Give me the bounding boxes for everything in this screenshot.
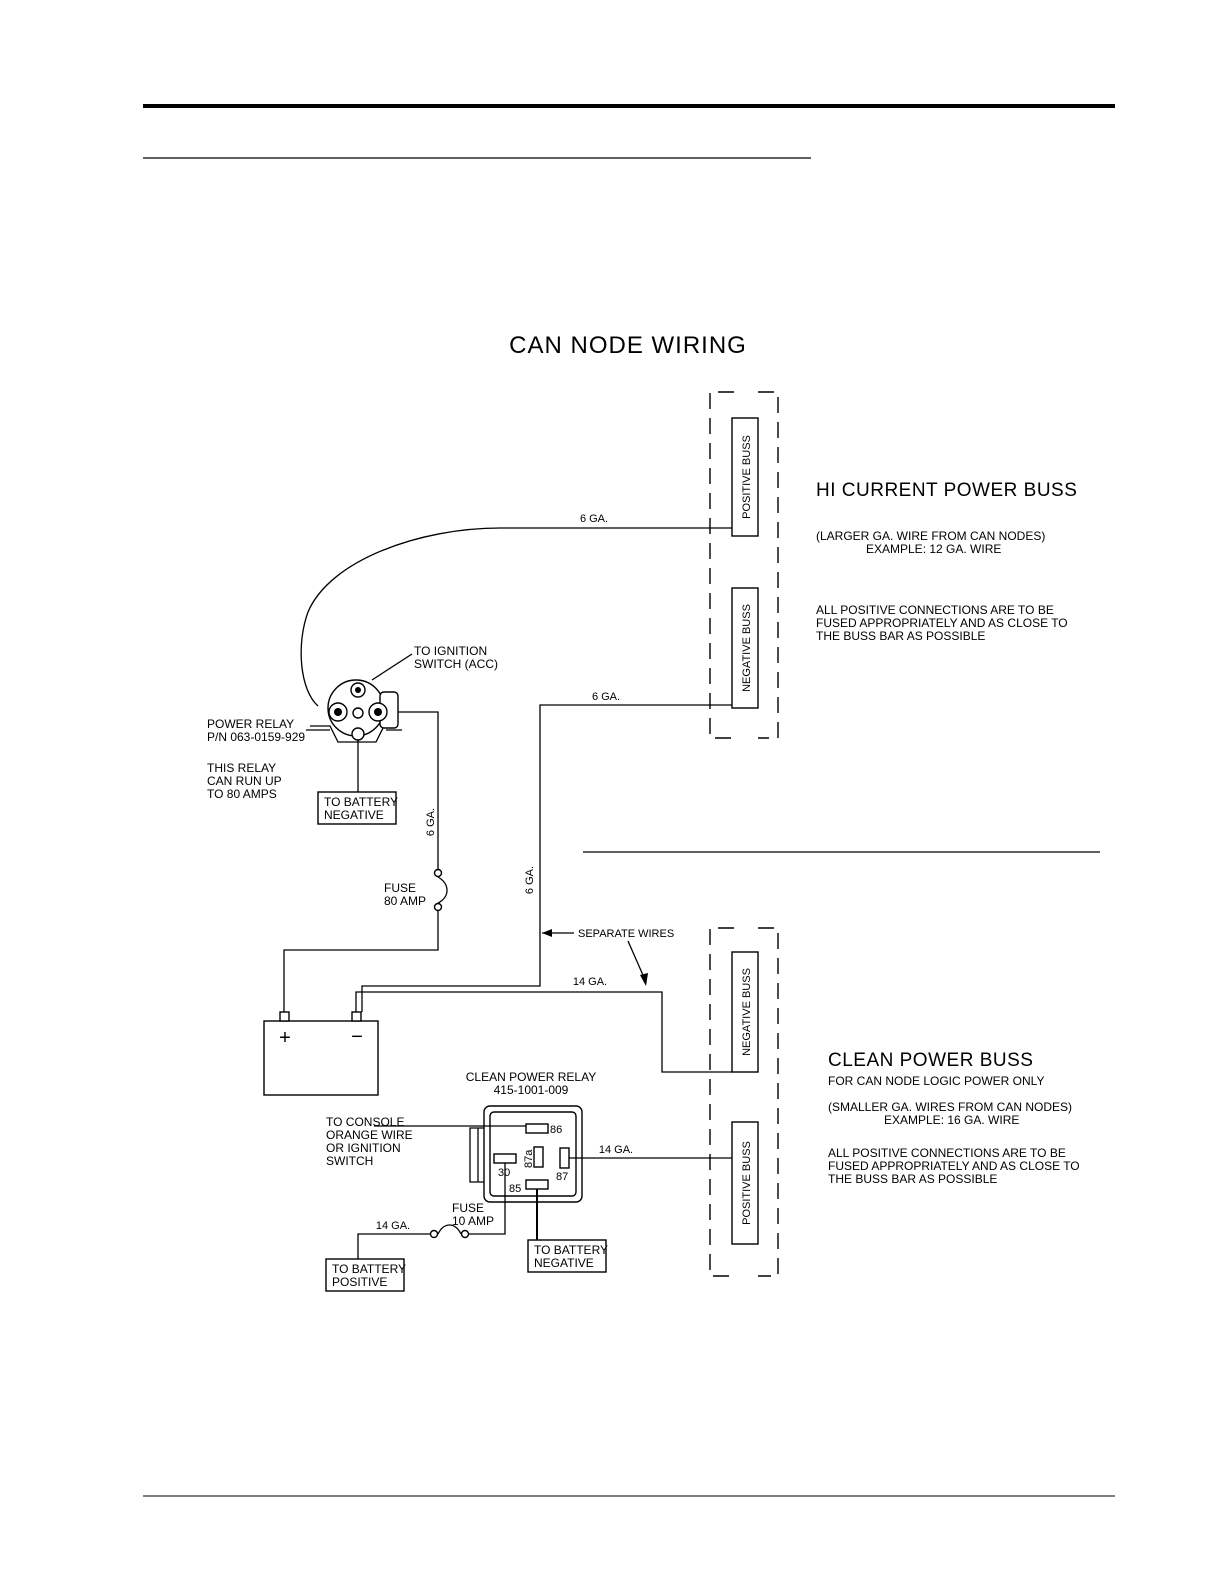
wire-14ga-to-clean-negative-buss <box>355 991 732 1073</box>
battery-positive-line2: POSITIVE <box>332 1275 387 1289</box>
ignition-line1: TO IGNITION <box>414 644 487 658</box>
clean-relay-pin85 <box>525 1179 549 1190</box>
label-6ga-top: 6 GA. <box>580 513 608 525</box>
power-relay-line1: POWER RELAY <box>207 717 294 731</box>
hi-positive-buss-bar <box>731 417 759 537</box>
console-line4: SWITCH <box>326 1154 373 1168</box>
ignition-line2: SWITCH (ACC) <box>414 657 498 671</box>
relay-terminal-center <box>352 707 364 719</box>
clean-relay-line1: CLEAN POWER RELAY <box>466 1070 596 1084</box>
diagram-title: CAN NODE WIRING <box>509 332 747 359</box>
hi-current-buss-outline <box>709 391 779 739</box>
clean-buss-heading: CLEAN POWER BUSS <box>828 1050 1033 1071</box>
clean-buss-note2-line3: THE BUSS BAR AS POSSIBLE <box>828 1172 997 1186</box>
fuse-10-element <box>437 1224 462 1235</box>
battery-positive-box <box>325 1258 405 1292</box>
fuse-80-terminal-top <box>433 868 443 878</box>
relay-terminal-left-inner <box>334 708 342 716</box>
battery-negative-1-line1: TO BATTERY <box>324 795 398 809</box>
power-relay-note-line3: TO 80 AMPS <box>207 787 277 801</box>
hi-current-note1-line2: EXAMPLE: 12 GA. WIRE <box>866 542 1001 556</box>
clean-buss-note2-line1: ALL POSITIVE CONNECTIONS ARE TO BE <box>828 1146 1066 1160</box>
clean-relay-pin30-label: 30 <box>498 1167 510 1179</box>
label-14ga-neg: 14 GA. <box>573 976 607 988</box>
battery-body <box>263 1020 379 1096</box>
separate-wires-label: SEPARATE WIRES <box>578 928 674 940</box>
hi-negative-buss-bar <box>731 587 759 709</box>
separate-wires-arrowhead-1 <box>542 929 552 937</box>
battery-negative-2-line1: TO BATTERY <box>534 1243 608 1257</box>
clean-relay-pin87 <box>559 1147 570 1169</box>
hi-current-note2-line2: FUSED APPROPRIATELY AND AS CLOSE TO <box>816 616 1068 630</box>
clean-relay-pin87-label: 87 <box>556 1171 568 1183</box>
clean-relay-pin86-label: 86 <box>550 1124 562 1136</box>
clean-negative-buss-label: NEGATIVE BUSS <box>741 968 753 1056</box>
clean-positive-buss-label: POSITIVE BUSS <box>741 1141 753 1225</box>
label-6ga-mid: 6 GA. <box>592 691 620 703</box>
ignition-leader <box>371 653 413 681</box>
label-14ga-fuse: 14 GA. <box>376 1220 410 1232</box>
hi-negative-buss-label: NEGATIVE BUSS <box>741 604 753 692</box>
power-relay <box>306 679 402 743</box>
relay-terminal-right-inner <box>374 708 382 716</box>
clean-relay-pin87a <box>533 1146 544 1168</box>
label-14ga-pos: 14 GA. <box>599 1144 633 1156</box>
hi-current-note1-line1: (LARGER GA. WIRE FROM CAN NODES) <box>816 529 1045 543</box>
fuse-10-line2: 10 AMP <box>452 1214 494 1228</box>
hi-current-heading: HI CURRENT POWER BUSS <box>816 480 1077 501</box>
console-line2: ORANGE WIRE <box>326 1128 413 1142</box>
fuse-80-line2: 80 AMP <box>384 894 426 908</box>
fuse-10-terminal-right <box>460 1229 470 1239</box>
battery-negative-box-2 <box>527 1239 607 1273</box>
fuse-80-terminal-bottom <box>433 902 443 912</box>
clean-relay-pin30 <box>493 1153 517 1164</box>
label-6ga-vert-right: 6 GA. <box>524 866 536 894</box>
fuse-80-line1: FUSE <box>384 881 416 895</box>
clean-buss-note1-line2: EXAMPLE: 16 GA. WIRE <box>884 1113 1019 1127</box>
console-line1: TO CONSOLE <box>326 1115 404 1129</box>
console-line3: OR IGNITION <box>326 1141 401 1155</box>
battery-positive-line1: TO BATTERY <box>332 1262 406 1276</box>
power-relay-note-line1: THIS RELAY <box>207 761 276 775</box>
clean-buss-outline <box>709 927 779 1277</box>
separate-wires-arrowhead-2 <box>640 973 648 986</box>
power-relay-line2: P/N 063-0159-929 <box>207 730 305 744</box>
battery-negative-box-1 <box>317 791 397 825</box>
clean-buss-subheading: FOR CAN NODE LOGIC POWER ONLY <box>828 1074 1044 1088</box>
battery-negative-2-line2: NEGATIVE <box>534 1256 594 1270</box>
wire-pin30-to-fuse-10 <box>468 1163 506 1235</box>
hi-positive-buss-label: POSITIVE BUSS <box>741 435 753 519</box>
clean-buss-note1-line1: (SMALLER GA. WIRES FROM CAN NODES) <box>828 1100 1072 1114</box>
clean-negative-buss-bar <box>731 951 759 1073</box>
clean-buss-note2-line2: FUSED APPROPRIATELY AND AS CLOSE TO <box>828 1159 1080 1173</box>
clean-relay-pin86 <box>525 1123 549 1134</box>
header-thick-rule <box>143 104 1115 108</box>
hi-current-note2-line3: THE BUSS BAR AS POSSIBLE <box>816 629 985 643</box>
clean-relay-pin87a-label: 87a <box>523 1149 535 1168</box>
power-relay-note-line2: CAN RUN UP <box>207 774 282 788</box>
hi-current-note2-line1: ALL POSITIVE CONNECTIONS ARE TO BE <box>816 603 1054 617</box>
label-6ga-vert-left: 6 GA. <box>425 808 437 836</box>
wire-6ga-to-positive-buss <box>300 527 732 707</box>
clean-positive-buss-bar <box>731 1121 759 1245</box>
wire-fuse-10-to-battery-positive <box>357 1233 430 1259</box>
fuse-10-terminal-left <box>429 1229 439 1239</box>
fuse-10-line1: FUSE <box>452 1201 484 1215</box>
clean-relay-line2: 415-1001-009 <box>494 1083 569 1097</box>
battery-negative-post <box>351 1011 362 1022</box>
wire-relay-to-fuse-80 <box>398 711 439 870</box>
battery-positive-post <box>279 1011 290 1022</box>
wire-6ga-to-negative-buss <box>361 704 732 1012</box>
battery-plus-symbol: + <box>279 1027 291 1049</box>
battery-negative-1-line2: NEGATIVE <box>324 808 384 822</box>
clean-relay-pin85-label: 85 <box>509 1183 521 1195</box>
battery-minus-symbol: − <box>351 1026 363 1048</box>
relay-terminal-top-inner <box>355 687 361 693</box>
relay-terminal-bottom <box>351 727 365 741</box>
fuse-80-element <box>437 876 448 904</box>
clean-relay-mount-tab <box>469 1127 484 1183</box>
wire-fuse-80-to-battery-positive <box>283 911 439 1012</box>
clean-relay-inner <box>489 1111 577 1197</box>
